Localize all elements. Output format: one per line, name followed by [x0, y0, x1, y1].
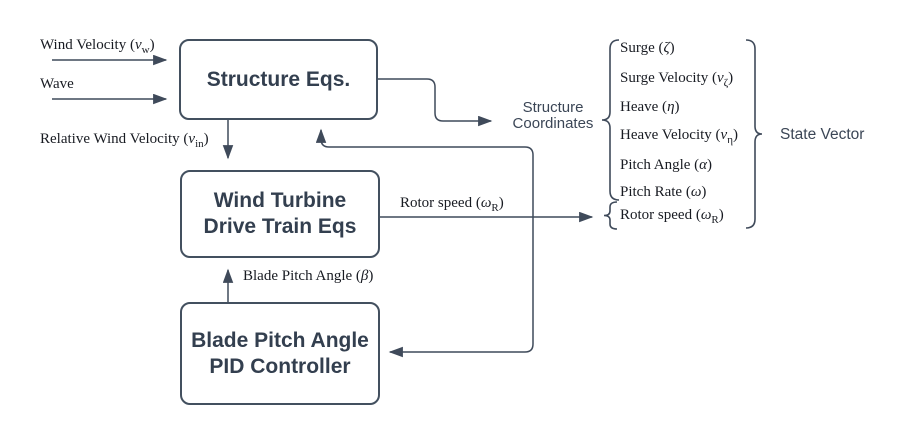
state-item-heave-velocity: Heave Velocity (vη)	[620, 127, 738, 146]
state-item-surge: Surge (ζ)	[620, 40, 675, 56]
rotor-speed-label: Rotor speed (ωR)	[400, 195, 504, 214]
drive-train-block: Wind Turbine Drive Train Eqs	[180, 170, 380, 258]
relative-wind-velocity-label: Relative Wind Velocity (vin)	[40, 131, 209, 150]
blade-pitch-angle-label: Blade Pitch Angle (β)	[243, 268, 374, 284]
state-vector-brace	[745, 39, 763, 229]
structure-eqs-label: Structure Eqs.	[206, 67, 351, 91]
structure-eqs-block: Structure Eqs.	[179, 39, 378, 120]
drive-train-label-line2: Drive Train Eqs	[203, 215, 357, 238]
state-vector-label: State Vector	[780, 126, 865, 143]
feedback-loop-arrow	[315, 128, 534, 358]
drive-train-label-line1: Wind Turbine	[213, 189, 347, 212]
structure-coordinates-arrow	[377, 78, 493, 127]
pid-label-line1: Blade Pitch Angle	[191, 328, 369, 352]
state-item-pitch-rate: Pitch Rate (ω)	[620, 184, 707, 200]
wave-label: Wave	[40, 76, 74, 92]
state-item-surge-velocity: Surge Velocity (vζ)	[620, 70, 734, 89]
state-item-pitch-angle: Pitch Angle (α)	[620, 157, 713, 173]
pid-label-line2: PID Controller	[209, 354, 351, 378]
wind-velocity-label: Wind Velocity (vw)	[40, 37, 155, 56]
rotor-speed-brace	[603, 201, 618, 230]
structure-coordinates-label: Structure Coordinates	[512, 99, 594, 132]
structure-coordinates-brace	[601, 39, 620, 201]
pid-controller-block: Blade Pitch Angle PID Controller	[180, 302, 380, 405]
state-item-rotor-speed: Rotor speed (ωR)	[620, 207, 724, 226]
state-item-heave: Heave (η)	[620, 99, 680, 115]
